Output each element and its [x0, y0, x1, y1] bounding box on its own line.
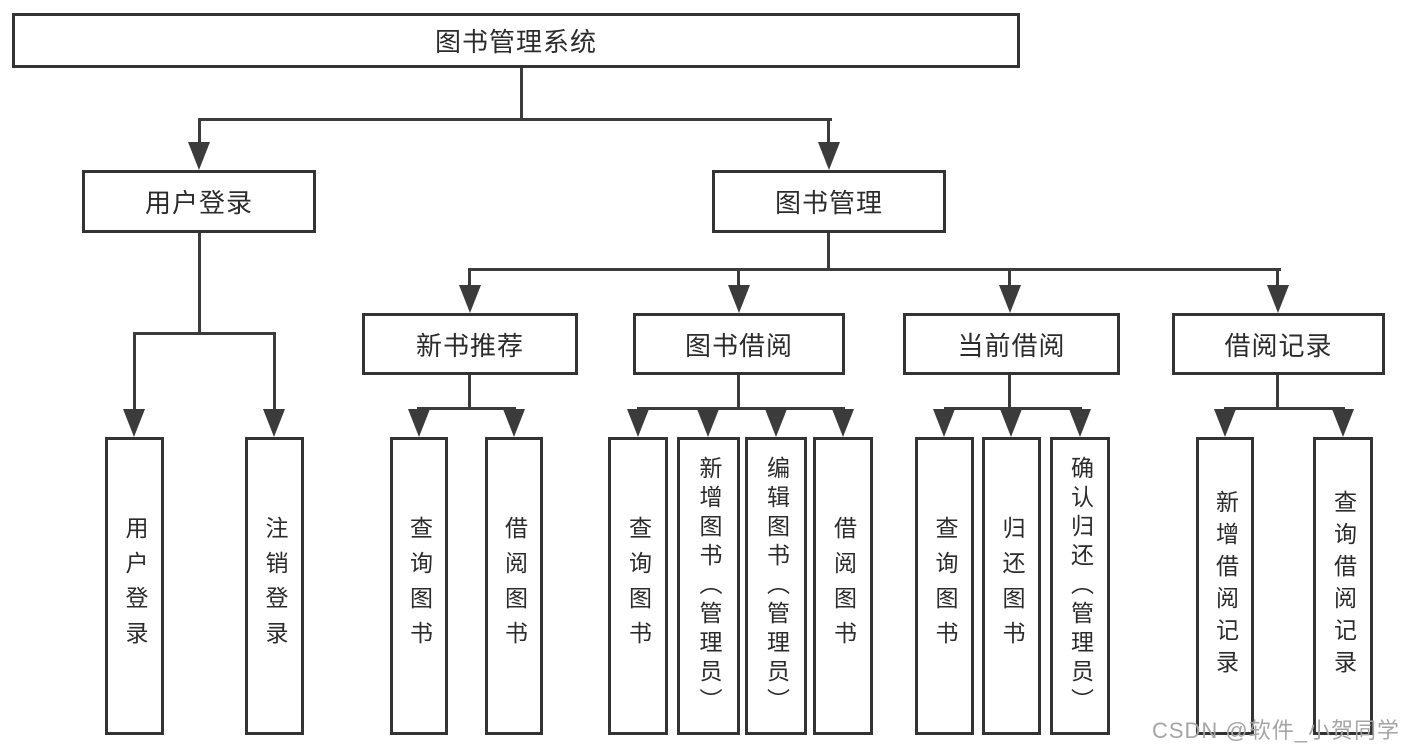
leaf-borrow-book: 借阅图书 — [813, 437, 873, 735]
leaf-label: 确认归还（管理员） — [1067, 455, 1094, 717]
connector-line — [944, 407, 1082, 410]
node-user-login: 用户登录 — [82, 170, 316, 233]
leaf-add-borrow-record: 新增借阅记录 — [1196, 437, 1254, 735]
connector-line — [1008, 268, 1011, 290]
node-book-management: 图书管理 — [712, 170, 946, 233]
node-label: 图书借阅 — [684, 330, 793, 361]
node-label: 当前借阅 — [957, 330, 1066, 361]
connector-line — [133, 332, 276, 335]
arrowhead-down-icon — [1332, 409, 1354, 437]
leaf-edit-book-admin: 编辑图书（管理员） — [745, 437, 807, 735]
arrowhead-down-icon — [999, 285, 1021, 313]
connector-line — [468, 268, 1281, 271]
leaf-label: 查询图书 — [406, 516, 433, 656]
leaf-query-book: 查询图书 — [608, 437, 668, 735]
connector-line — [737, 375, 740, 410]
connector-line — [198, 233, 201, 335]
arrowhead-down-icon — [1000, 409, 1022, 437]
leaf-query-book: 查询图书 — [915, 437, 974, 735]
leaf-confirm-return-admin: 确认归还（管理员） — [1050, 437, 1110, 735]
arrowhead-down-icon — [627, 409, 649, 437]
node-label: 用户登录 — [144, 188, 253, 218]
connector-line — [133, 332, 136, 412]
leaf-return-book: 归还图书 — [982, 437, 1041, 735]
leaf-label: 借阅图书 — [501, 516, 528, 656]
leaf-logout: 注销登录 — [245, 437, 304, 735]
connector-line — [1276, 268, 1279, 290]
connector-line — [198, 118, 201, 144]
connector-line — [520, 68, 523, 120]
arrowhead-down-icon — [697, 409, 719, 437]
leaf-label: 借阅图书 — [830, 516, 857, 656]
arrowhead-down-icon — [1214, 409, 1236, 437]
leaf-label: 查询图书 — [932, 516, 958, 656]
leaf-label: 查询借阅记录 — [1330, 490, 1357, 682]
node-new-book-recommend: 新书推荐 — [362, 313, 578, 375]
leaf-label: 新增借阅记录 — [1212, 490, 1239, 682]
connector-line — [1008, 375, 1011, 410]
leaf-borrow-book: 借阅图书 — [485, 437, 543, 735]
leaf-label: 归还图书 — [999, 516, 1025, 656]
leaf-label: 编辑图书（管理员） — [763, 455, 790, 717]
connector-line — [827, 233, 830, 271]
connector-line — [468, 268, 471, 290]
connector-line — [737, 268, 740, 290]
connector-line — [637, 407, 845, 410]
node-label: 图书管理 — [774, 188, 883, 218]
leaf-label: 新增图书（管理员） — [696, 455, 722, 717]
arrowhead-down-icon — [503, 409, 525, 437]
node-borrow-record: 借阅记录 — [1172, 313, 1385, 375]
connector-line — [468, 375, 471, 410]
arrowhead-down-icon — [123, 409, 145, 437]
arrowhead-down-icon — [1267, 285, 1289, 313]
connector-line — [273, 332, 276, 412]
node-library-management-system: 图书管理系统 — [12, 13, 1020, 68]
leaf-label: 查询图书 — [625, 516, 652, 656]
arrowhead-down-icon — [1069, 409, 1091, 437]
connector-line — [1276, 375, 1279, 410]
node-label: 图书管理系统 — [434, 27, 597, 57]
leaf-query-borrow-record: 查询借阅记录 — [1313, 437, 1373, 735]
connector-line — [827, 118, 830, 144]
connector-line — [198, 118, 832, 121]
connector-line — [1224, 407, 1345, 410]
node-label: 借阅记录 — [1224, 330, 1333, 361]
leaf-add-book-admin: 新增图书（管理员） — [677, 437, 740, 735]
node-current-borrow: 当前借阅 — [903, 313, 1120, 375]
connector-line — [417, 407, 516, 410]
arrowhead-down-icon — [408, 409, 430, 437]
arrowhead-down-icon — [818, 142, 840, 170]
arrowhead-down-icon — [263, 409, 285, 437]
arrowhead-down-icon — [459, 285, 481, 313]
leaf-query-book: 查询图书 — [390, 437, 448, 735]
arrowhead-down-icon — [832, 409, 854, 437]
arrowhead-down-icon — [188, 142, 210, 170]
leaf-user-login: 用户登录 — [105, 437, 164, 735]
node-book-borrow: 图书借阅 — [633, 313, 845, 375]
arrowhead-down-icon — [933, 409, 955, 437]
csdn-watermark: CSDN @软件_小贺同学 — [1151, 718, 1400, 743]
leaf-label: 注销登录 — [262, 516, 288, 656]
arrowhead-down-icon — [728, 285, 750, 313]
node-label: 新书推荐 — [415, 330, 524, 361]
leaf-label: 用户登录 — [122, 516, 148, 656]
arrowhead-down-icon — [765, 409, 787, 437]
